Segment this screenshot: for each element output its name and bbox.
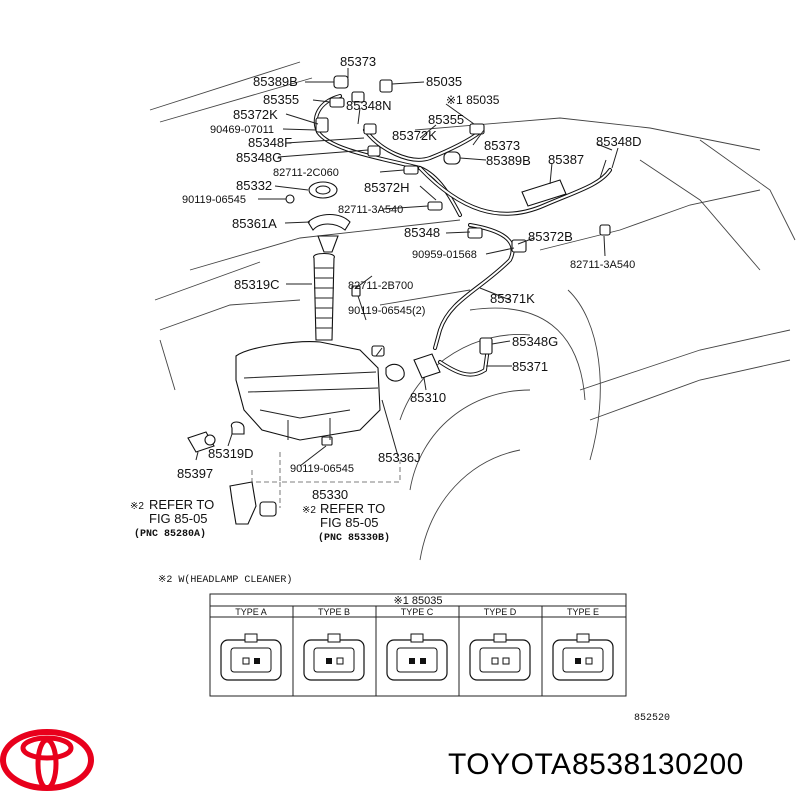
part-label: 85310 <box>410 390 446 405</box>
connector-type-b-icon <box>303 633 365 681</box>
refer-line-1: REFER TO <box>149 497 214 512</box>
part-label: ※1 85035 <box>446 93 500 107</box>
part-label: 82711-3A540 <box>570 259 635 271</box>
part-label: 85336J <box>378 450 421 465</box>
part-label: 82711-2C060 <box>273 167 339 179</box>
part-label: 85372H <box>364 180 410 195</box>
part-label: 85372K <box>233 107 278 122</box>
label-leader-lines <box>195 68 613 467</box>
part-label: 82711-3A540 <box>338 204 403 216</box>
connector-type-a-icon <box>220 633 282 681</box>
connector-type-table: ※1 85035 TYPE A TYPE B TYPE C TYPE D TYP… <box>209 593 627 697</box>
part-label: 85355 <box>428 112 464 127</box>
upper-hose-network <box>313 94 619 377</box>
brand-name: TOYOTA <box>448 748 572 781</box>
vehicle-body-outline <box>149 61 796 561</box>
part-labels: 85373 85389B 85035 85355 ※1 85035 85372K… <box>177 54 642 502</box>
part-number: 8538130200 <box>572 748 744 781</box>
part-label: 90959-01568 <box>412 249 477 261</box>
refer-mark: ※2 <box>302 505 316 516</box>
refer-pnc: (PNC 85330B) <box>318 532 390 544</box>
refer-note-left: ※2 REFER TO FIG 85-05 (PNC 85280A) <box>130 497 214 540</box>
type-label: TYPE C <box>401 607 434 617</box>
connector-type-c-icon <box>386 633 448 681</box>
connector-type-e-icon <box>552 633 614 681</box>
part-label: 85319D <box>208 446 254 461</box>
reference-leader-lines <box>251 452 401 508</box>
type-label: TYPE E <box>567 607 599 617</box>
refer-mark: ※2 <box>130 501 144 512</box>
part-label: 85389B <box>253 74 298 89</box>
part-label: 85389B <box>486 153 531 168</box>
table-header: ※1 85035 <box>394 595 443 607</box>
refer-line-1: REFER TO <box>320 501 385 516</box>
part-label: 90469-07011 <box>210 124 274 136</box>
part-label: 85348D <box>596 134 642 149</box>
part-label: 90119-06545 <box>290 463 354 475</box>
type-label: TYPE B <box>318 607 350 617</box>
part-label: 85371 <box>512 359 548 374</box>
washer-tank-assembly <box>230 235 441 441</box>
part-label: 85348 <box>404 225 440 240</box>
part-label: 85348G <box>236 150 282 165</box>
part-label: 85372K <box>392 128 437 143</box>
part-label: 85348G <box>512 334 558 349</box>
part-label: 85319C <box>234 277 280 292</box>
footnote: ※2 W(HEADLAMP CLEANER) <box>158 574 292 586</box>
part-label: 85035 <box>426 74 462 89</box>
pump-assemblies <box>187 431 277 525</box>
part-label: 85371K <box>490 291 535 306</box>
part-label: 85373 <box>340 54 376 69</box>
part-label: 85330 <box>312 487 348 502</box>
part-label: 85397 <box>177 466 213 481</box>
part-label: 90119-06545 <box>182 194 246 206</box>
part-label: 85348N <box>346 98 392 113</box>
part-label: 85372B <box>528 229 573 244</box>
part-label: 85348F <box>248 135 292 150</box>
part-label: 85355 <box>263 92 299 107</box>
part-label: 90119-06545(2) <box>348 305 425 317</box>
type-label: TYPE A <box>235 607 267 617</box>
refer-pnc: (PNC 85280A) <box>134 528 206 540</box>
refer-line-2: FIG 85-05 <box>320 515 379 530</box>
part-label: 85361A <box>232 216 277 231</box>
part-label: 85373 <box>484 138 520 153</box>
hose-fittings <box>285 75 611 446</box>
part-label: 85332 <box>236 178 272 193</box>
drawing-number: 852520 <box>634 713 670 724</box>
part-label: 85387 <box>548 152 584 167</box>
refer-line-2: FIG 85-05 <box>149 511 208 526</box>
type-label: TYPE D <box>484 607 517 617</box>
refer-note-right: ※2 REFER TO FIG 85-05 (PNC 85330B) <box>302 501 390 544</box>
part-label: 82711-2B700 <box>348 280 413 292</box>
toyota-logo-icon <box>0 729 94 791</box>
connector-type-d-icon <box>469 633 531 681</box>
